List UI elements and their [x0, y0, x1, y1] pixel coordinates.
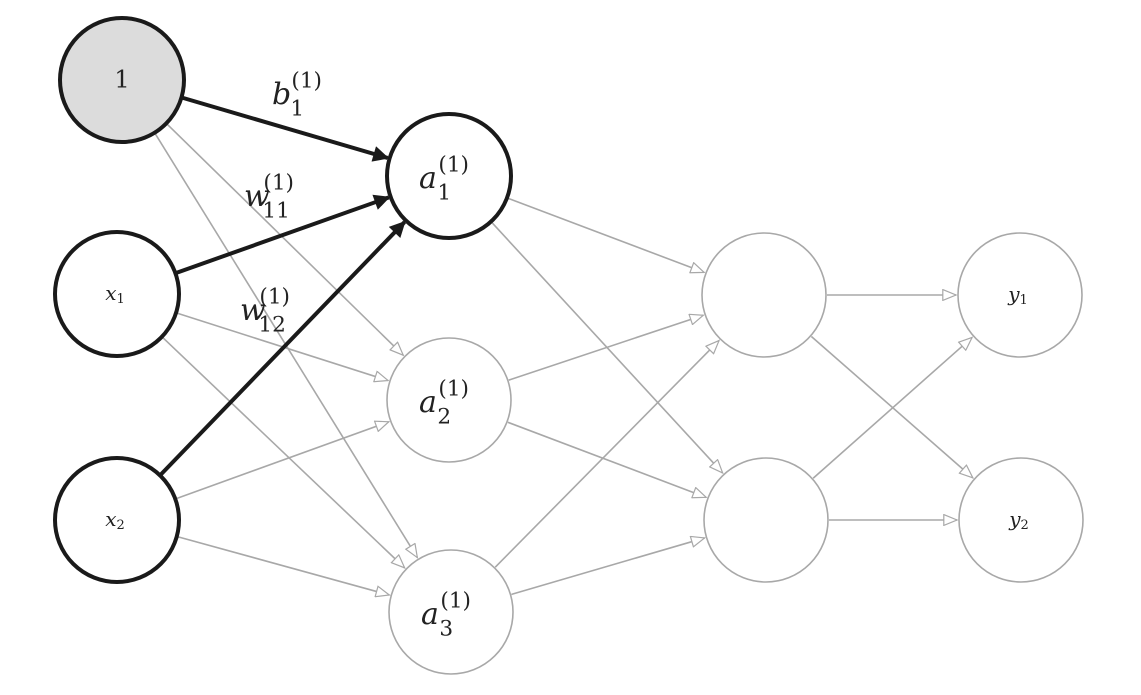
- node-label: x2: [105, 507, 125, 533]
- node-label: a(1)1: [419, 153, 469, 206]
- edge-bias-a2: [166, 123, 403, 355]
- svg-text:(1): (1): [259, 285, 290, 310]
- svg-text:w: w: [244, 179, 270, 214]
- node-circle: [53, 230, 181, 358]
- node-a1: a(1)1: [385, 112, 513, 240]
- edge-x1-a3: [162, 336, 405, 567]
- node-a2: a(1)2: [386, 337, 512, 463]
- svg-text:w: w: [240, 293, 266, 328]
- node-circle: [386, 337, 512, 463]
- svg-text:(1): (1): [263, 171, 294, 196]
- node-label: x1: [105, 281, 125, 307]
- edge-h2-y1: [812, 337, 972, 479]
- edge-x2-a2: [175, 422, 389, 500]
- edge-a1-h1: [507, 197, 704, 272]
- node-circle: [58, 16, 186, 144]
- node-label: y1: [1007, 282, 1028, 308]
- node-circle: [53, 456, 181, 584]
- node-bias: 1: [58, 16, 186, 144]
- svg-text:11: 11: [262, 198, 289, 223]
- edge-x2-a1: [159, 220, 406, 477]
- svg-text:3: 3: [439, 616, 453, 641]
- svg-text:(1): (1): [291, 69, 322, 94]
- svg-text:1: 1: [437, 180, 451, 205]
- edge-bias-a1: [181, 95, 390, 162]
- node-x2: x2: [53, 456, 181, 584]
- edge-x2-a3: [177, 535, 390, 595]
- node-label: 1: [114, 66, 129, 94]
- svg-text:a: a: [419, 385, 437, 420]
- node-y2: y2: [958, 457, 1084, 583]
- edge-a3-h2: [511, 538, 704, 596]
- edges-layer: [154, 95, 973, 596]
- edge-label-w11: w(1)11: [244, 171, 294, 224]
- node-x1: x1: [53, 230, 181, 358]
- node-circle: [701, 232, 827, 358]
- node-a3: a(1)3: [388, 549, 514, 675]
- svg-text:(1): (1): [438, 377, 469, 402]
- svg-text:(1): (1): [440, 589, 471, 614]
- node-circle: [703, 457, 829, 583]
- edge-label-w12: w(1)12: [240, 285, 290, 338]
- svg-text:(1): (1): [438, 153, 469, 178]
- edge-labels-layer: b(1)1w(1)11w(1)12: [240, 69, 322, 338]
- edge-a2-h2: [507, 421, 706, 497]
- svg-text:12: 12: [258, 312, 285, 337]
- edge-a3-h1: [494, 341, 719, 568]
- svg-text:b: b: [272, 77, 291, 112]
- node-y1: y1: [957, 232, 1083, 358]
- svg-text:2: 2: [437, 404, 451, 429]
- edge-h1-y2: [810, 335, 972, 477]
- svg-text:1: 1: [290, 96, 304, 121]
- node-circle: [388, 549, 514, 675]
- svg-text:a: a: [419, 161, 437, 196]
- node-h1: [701, 232, 827, 358]
- node-circle: [957, 232, 1083, 358]
- edge-label-b1: b(1)1: [272, 69, 322, 122]
- node-label: a(1)2: [419, 377, 469, 430]
- node-h2: [703, 457, 829, 583]
- edge-x1-a1: [175, 194, 391, 275]
- svg-text:a: a: [421, 597, 439, 632]
- node-circle: [385, 112, 513, 240]
- edge-a2-h1: [508, 315, 704, 381]
- node-label: a(1)3: [421, 589, 471, 642]
- node-circle: [958, 457, 1084, 583]
- node-label: y2: [1008, 507, 1029, 533]
